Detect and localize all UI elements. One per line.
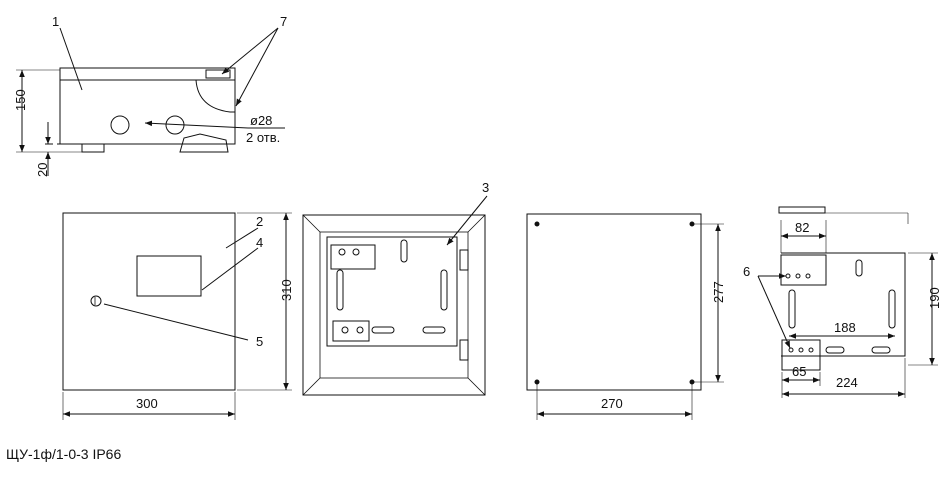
front-window [136, 255, 202, 297]
hole-leader [144, 120, 249, 129]
callout-3: 3 [482, 180, 489, 195]
leader-1 [59, 27, 83, 91]
side-view-foot [81, 143, 105, 153]
bracket-bottom-width-label: 65 [792, 364, 806, 379]
bracket-height-label: 190 [927, 287, 942, 309]
side-view-latch [205, 69, 231, 79]
bracket-body [781, 252, 906, 357]
callout-6: 6 [743, 264, 750, 279]
side-view-bracket [179, 133, 229, 153]
product-caption: ЩУ-1ф/1-0-3 IP66 [6, 446, 122, 462]
bracket-top-tab [778, 206, 826, 214]
din-rail-bottom [332, 320, 370, 342]
front-door [62, 212, 236, 391]
cable-entry-hole-1 [110, 115, 130, 135]
door-lock-icon [90, 295, 102, 307]
bracket-overall-width-label: 224 [836, 375, 858, 390]
leader-2 [225, 227, 259, 249]
front-view [62, 212, 292, 420]
interior-view [302, 195, 488, 396]
callout-5: 5 [256, 334, 263, 349]
side-base-label: 20 [35, 163, 50, 177]
side-view-hinge [195, 79, 235, 113]
interior-outer [302, 214, 486, 396]
bracket-bottom-clamp [781, 339, 821, 371]
back-width-label: 270 [601, 396, 623, 411]
bracket-view [757, 206, 938, 398]
callout-2: 2 [256, 214, 263, 229]
side-height-label: 150 [13, 89, 28, 111]
bracket-top-width-label: 82 [795, 220, 809, 235]
leader-5 [103, 303, 249, 341]
hole-count-label: 2 отв. [246, 130, 280, 145]
front-height-label: 310 [279, 279, 294, 301]
back-panel [526, 213, 702, 391]
bracket-slot-length-label: 188 [834, 320, 856, 335]
leader-7a [221, 27, 279, 75]
callout-1: 1 [52, 14, 59, 29]
leader-7b [235, 27, 279, 107]
front-width-label: 300 [136, 396, 158, 411]
side-view [16, 27, 285, 176]
hinge-top [459, 249, 469, 271]
mounting-plate [326, 236, 458, 347]
side-view-body [59, 79, 236, 145]
hinge-bottom [459, 339, 469, 361]
leader-4 [201, 247, 259, 291]
leader-3 [446, 195, 488, 246]
din-rail-top [330, 244, 376, 270]
callout-7: 7 [280, 14, 287, 29]
labels: 1 7 2 4 5 3 6 150 20 ø28 2 отв. 300 310 … [13, 14, 942, 411]
bracket-top-clamp [780, 254, 827, 286]
back-view [526, 213, 724, 420]
leader-6b [757, 275, 791, 349]
callout-4: 4 [256, 235, 263, 250]
hole-diameter-label: ø28 [250, 113, 272, 128]
back-height-label: 277 [711, 281, 726, 303]
